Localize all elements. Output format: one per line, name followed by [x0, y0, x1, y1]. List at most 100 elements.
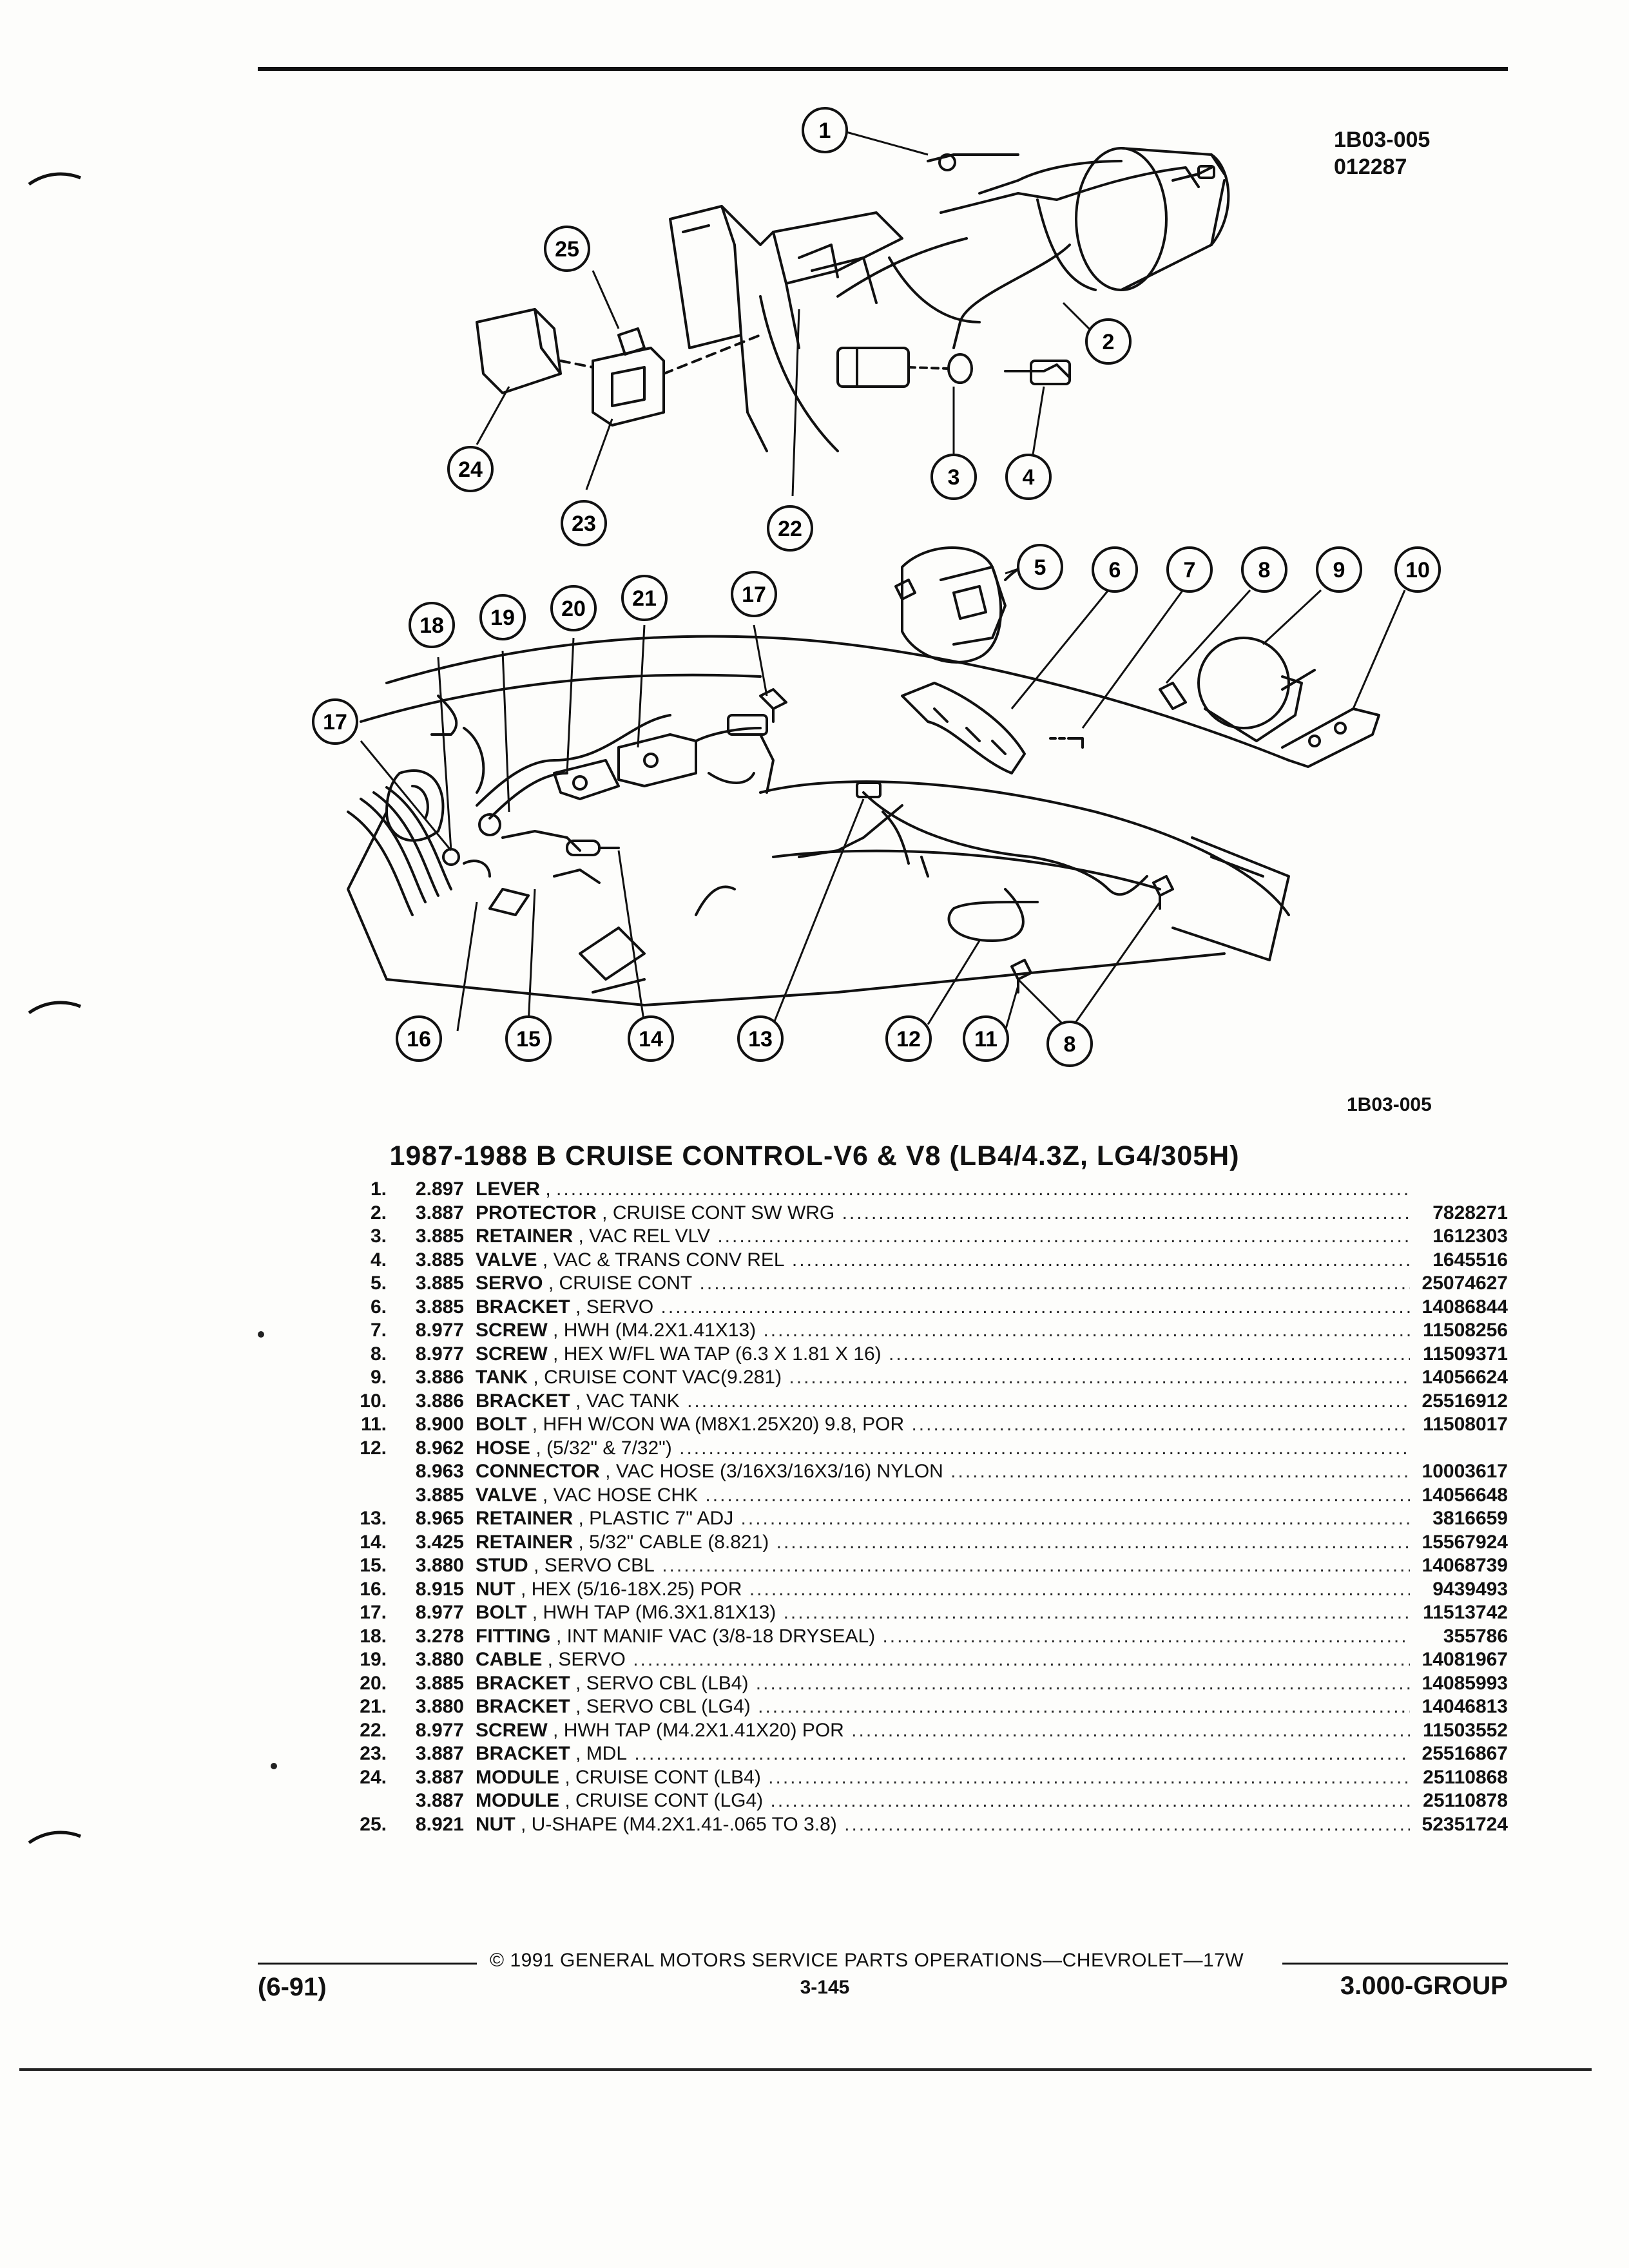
- callout-21: 21: [621, 575, 668, 621]
- part-catalog-number: 14086844: [1422, 1296, 1508, 1318]
- part-detail: VAC HOSE CHK: [553, 1484, 699, 1506]
- part-group-code: 8.962: [415, 1437, 464, 1459]
- page-title: 1987-1988 B CRUISE CONTROL-V6 & V8 (LB4/…: [389, 1140, 1240, 1171]
- part-separator: ,: [599, 1461, 616, 1482]
- svg-text:4: 4: [1023, 465, 1035, 490]
- part-catalog-number: 11509371: [1423, 1343, 1508, 1365]
- part-catalog-number: 14085993: [1422, 1672, 1508, 1694]
- callout-14: 14: [628, 1015, 674, 1062]
- part-catalog-number: 355786: [1443, 1625, 1508, 1647]
- part-group-code: 8.977: [415, 1719, 464, 1741]
- part-catalog-number: 14056648: [1422, 1484, 1508, 1506]
- part-description: BOLT , HFH W/CON WA (M8X1.25X20) 9.8, PO…: [476, 1413, 1410, 1437]
- part-group-code: 3.887: [415, 1766, 464, 1788]
- part-description: CONNECTOR , VAC HOSE (3/16X3/16X3/16) NY…: [476, 1460, 1410, 1484]
- part-number-index: 16.: [360, 1578, 387, 1600]
- part-catalog-number: 15567924: [1422, 1531, 1508, 1553]
- part-detail: SERVO: [558, 1649, 626, 1670]
- part-detail: SERVO CBL (LB4): [586, 1672, 749, 1694]
- part-name: SCREW: [476, 1320, 548, 1341]
- part-description: RETAINER , 5/32" CABLE (8.821) .........…: [476, 1531, 1410, 1555]
- margin-bullet: [271, 1763, 277, 1769]
- servo-bracket-drawing: [901, 682, 1084, 774]
- part-catalog-number: 25110868: [1423, 1766, 1508, 1788]
- leader-dots: ........................................…: [776, 1531, 1410, 1553]
- part-name: FITTING: [476, 1625, 551, 1647]
- part-name: RETAINER: [476, 1531, 574, 1553]
- part-description: RETAINER , VAC REL VLV .................…: [476, 1225, 1410, 1249]
- svg-text:10: 10: [1405, 558, 1430, 582]
- part-name: VALVE: [476, 1249, 537, 1271]
- part-detail: VAC REL VLV: [589, 1225, 710, 1247]
- part-description: SCREW , HEX W/FL WA TAP (6.3 X 1.81 X 16…: [476, 1343, 1410, 1367]
- margin-bullet: [258, 1331, 264, 1338]
- part-separator: ,: [526, 1414, 543, 1435]
- part-number-index: 5.: [370, 1273, 387, 1294]
- engine-compartment-drawing: [347, 635, 1290, 1006]
- part-number-index: 17.: [360, 1602, 387, 1623]
- svg-text:12: 12: [896, 1027, 921, 1052]
- part-separator: ,: [559, 1766, 576, 1788]
- callout-3: 3: [930, 454, 977, 500]
- leader-dots: ........................................…: [763, 1320, 1410, 1341]
- part-separator: ,: [559, 1790, 576, 1811]
- part-description: BRACKET , MDL ..........................…: [476, 1742, 1410, 1766]
- part-number-index: 21.: [360, 1696, 387, 1717]
- part-separator: ,: [573, 1225, 590, 1247]
- binder-mark: [28, 1831, 81, 1845]
- part-description: NUT , HEX (5/16-18X.25) POR ............…: [476, 1578, 1410, 1602]
- part-name: LEVER: [476, 1178, 541, 1200]
- leader-dots: ........................................…: [687, 1390, 1410, 1412]
- svg-text:8: 8: [1064, 1032, 1076, 1057]
- part-catalog-number: 10003617: [1422, 1461, 1508, 1482]
- part-number-index: 19.: [360, 1649, 387, 1670]
- leader-dots: ........................................…: [851, 1719, 1410, 1741]
- part-name: CABLE: [476, 1649, 543, 1670]
- part-catalog-number: 3816659: [1432, 1508, 1508, 1529]
- part-description: BRACKET , SERVO ........................…: [476, 1296, 1410, 1320]
- part-separator: ,: [550, 1625, 567, 1647]
- part-name: NUT: [476, 1578, 516, 1600]
- part-separator: ,: [547, 1719, 564, 1741]
- part-description: BRACKET , SERVO CBL (LB4) ..............…: [476, 1672, 1410, 1696]
- part-number-index: 25.: [360, 1813, 387, 1835]
- part-group-code: 3.880: [415, 1696, 464, 1717]
- callout-24: 24: [447, 446, 494, 492]
- part-name: BRACKET: [476, 1743, 570, 1764]
- part-name: VALVE: [476, 1484, 537, 1506]
- part-number-index: 12.: [360, 1437, 387, 1459]
- part-group-code: 8.977: [415, 1343, 464, 1365]
- leader-dots: ........................................…: [755, 1672, 1410, 1694]
- part-number-index: 23.: [360, 1743, 387, 1764]
- binder-mark: [28, 1001, 81, 1015]
- part-number-index: 11.: [360, 1414, 387, 1435]
- part-group-code: 3.278: [415, 1625, 464, 1647]
- part-description: FITTING , INT MANIF VAC (3/8-18 DRYSEAL)…: [476, 1625, 1410, 1649]
- part-number-index: 8.: [370, 1343, 387, 1365]
- callout-8-upper: 8: [1241, 546, 1287, 593]
- part-catalog-number: 11508017: [1423, 1414, 1508, 1435]
- part-catalog-number: 25516867: [1422, 1743, 1508, 1764]
- part-group-code: 3.887: [415, 1743, 464, 1764]
- binder-mark: [28, 172, 81, 186]
- svg-text:22: 22: [778, 517, 802, 541]
- svg-text:23: 23: [572, 512, 596, 536]
- bottom-rule: [19, 2068, 1592, 2071]
- callout-20: 20: [550, 585, 597, 631]
- callout-17-right: 17: [731, 571, 777, 617]
- part-separator: ,: [530, 1437, 547, 1459]
- svg-text:16: 16: [407, 1027, 431, 1052]
- part-detail: VAC TANK: [586, 1390, 680, 1412]
- callout-23: 23: [561, 500, 607, 546]
- leader-dots: ........................................…: [950, 1461, 1410, 1482]
- svg-text:21: 21: [632, 586, 657, 611]
- svg-text:7: 7: [1184, 558, 1196, 582]
- svg-text:24: 24: [458, 457, 483, 482]
- part-number-index: 7.: [370, 1320, 387, 1341]
